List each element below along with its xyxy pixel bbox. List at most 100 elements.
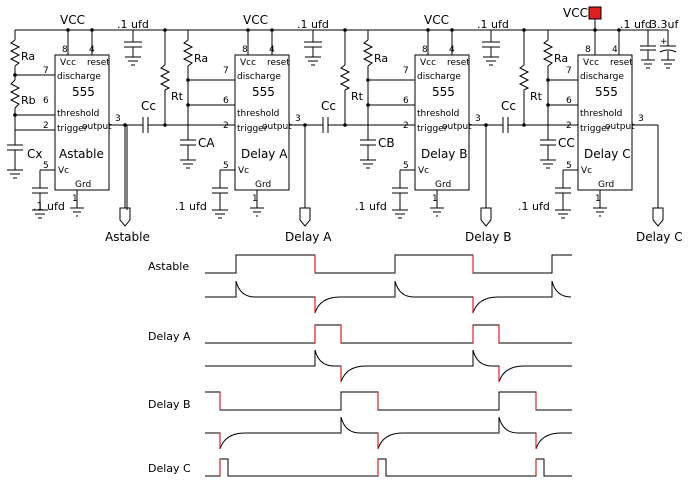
svg-text:CC: CC bbox=[558, 136, 575, 150]
wave-delay-b-diff bbox=[205, 416, 572, 450]
svg-text:5: 5 bbox=[403, 161, 409, 171]
svg-text:trigger: trigger bbox=[580, 124, 611, 134]
chip-555-label: 555 bbox=[432, 85, 455, 99]
svg-text:8: 8 bbox=[585, 45, 591, 55]
svg-text:3: 3 bbox=[295, 114, 301, 124]
cx-label: Cx bbox=[27, 147, 42, 161]
vcc-label-1: VCC bbox=[60, 13, 85, 27]
wave-delay-a bbox=[205, 324, 572, 344]
top-decoupling-caps: + bbox=[124, 30, 677, 69]
chip-name-label: Delay B bbox=[421, 147, 467, 161]
svg-text:reset: reset bbox=[87, 58, 110, 68]
svg-text:threshold: threshold bbox=[417, 109, 459, 119]
probe-label: Astable bbox=[105, 230, 150, 244]
vcc-label-2: VCC bbox=[243, 13, 268, 27]
svg-text:Vc: Vc bbox=[58, 166, 69, 176]
svg-text:6: 6 bbox=[223, 96, 229, 106]
pin-discharge-label: discharge bbox=[57, 72, 101, 82]
svg-text:8: 8 bbox=[242, 45, 248, 55]
svg-text:CA: CA bbox=[198, 136, 215, 150]
timing-label-delay-b: Delay B bbox=[148, 398, 191, 411]
cap-label-top-1: .1 ufd bbox=[117, 18, 149, 31]
svg-text:Grd: Grd bbox=[75, 180, 91, 190]
probe-label: Delay B bbox=[465, 230, 511, 244]
cap-label-top-3: .1 ufd bbox=[477, 18, 509, 31]
vcc-label-4: VCC bbox=[563, 6, 588, 20]
svg-text:trigger: trigger bbox=[57, 124, 88, 134]
wave-astable bbox=[205, 254, 572, 274]
cap-label-top-2: .1 ufd bbox=[297, 18, 329, 31]
svg-text:Vcc: Vcc bbox=[420, 58, 436, 68]
pin-discharge-label: discharge bbox=[417, 72, 461, 82]
svg-text:Vc: Vc bbox=[238, 166, 249, 176]
svg-text:5: 5 bbox=[43, 161, 49, 171]
svg-text:1: 1 bbox=[72, 194, 78, 204]
timing-label-astable: Astable bbox=[148, 260, 189, 273]
svg-text:threshold: threshold bbox=[580, 109, 622, 119]
svg-text:Rt: Rt bbox=[351, 90, 364, 103]
control-cap-label: .1 ufd bbox=[175, 200, 207, 213]
cap-label-top-4: .1 ufd bbox=[620, 18, 652, 31]
svg-text:5: 5 bbox=[223, 161, 229, 171]
svg-text:2: 2 bbox=[223, 121, 229, 131]
probe-delay-a: Delay A bbox=[285, 123, 332, 244]
svg-text:Ra: Ra bbox=[374, 52, 388, 65]
svg-text:output: output bbox=[605, 122, 635, 132]
chip-name-label: Delay A bbox=[241, 147, 288, 161]
svg-text:6: 6 bbox=[403, 96, 409, 106]
wave-delay-c bbox=[205, 458, 572, 477]
svg-text:5: 5 bbox=[566, 161, 572, 171]
cap-label-33uf: 3.3uf bbox=[650, 18, 679, 31]
chip-555-label: 555 bbox=[252, 85, 275, 99]
probe-label: Delay C bbox=[636, 230, 683, 244]
svg-text:3: 3 bbox=[638, 114, 644, 124]
svg-text:output: output bbox=[82, 122, 112, 132]
svg-text:Rt: Rt bbox=[530, 90, 543, 103]
control-cap-label: .1 ufd bbox=[33, 200, 65, 213]
svg-text:2: 2 bbox=[403, 121, 409, 131]
svg-text:Vc: Vc bbox=[418, 166, 429, 176]
timing-label-delay-c: Delay C bbox=[148, 462, 191, 475]
svg-text:4: 4 bbox=[612, 45, 618, 55]
timing-label-delay-a: Delay A bbox=[148, 330, 191, 343]
svg-text:reset: reset bbox=[610, 58, 633, 68]
control-cap-label: .1 ufd bbox=[518, 200, 550, 213]
svg-text:Vcc: Vcc bbox=[583, 58, 599, 68]
svg-text:Vc: Vc bbox=[581, 166, 592, 176]
svg-text:Grd: Grd bbox=[255, 180, 271, 190]
chip-555-label: 555 bbox=[595, 85, 618, 99]
rb-label: Rb bbox=[21, 94, 36, 107]
svg-text:reset: reset bbox=[447, 58, 470, 68]
svg-text:Grd: Grd bbox=[435, 180, 451, 190]
probe-delay-c: Delay C bbox=[632, 124, 683, 244]
svg-text:7: 7 bbox=[403, 66, 409, 76]
svg-text:trigger: trigger bbox=[237, 124, 268, 134]
ra-label-astable: Ra bbox=[21, 50, 35, 63]
svg-text:7: 7 bbox=[566, 66, 572, 76]
wave-delay-b bbox=[205, 391, 572, 411]
svg-text:3: 3 bbox=[475, 114, 481, 124]
svg-text:Grd: Grd bbox=[598, 180, 614, 190]
svg-text:4: 4 bbox=[269, 45, 275, 55]
svg-text:threshold: threshold bbox=[237, 109, 279, 119]
svg-text:threshold: threshold bbox=[57, 109, 99, 119]
svg-text:7: 7 bbox=[223, 66, 229, 76]
vcc-power-marker bbox=[588, 6, 602, 20]
svg-text:Ra: Ra bbox=[194, 52, 208, 65]
chip-name-label: Delay C bbox=[584, 147, 631, 161]
svg-text:4: 4 bbox=[449, 45, 455, 55]
svg-text:reset: reset bbox=[267, 58, 290, 68]
svg-text:Cc: Cc bbox=[501, 99, 516, 113]
svg-text:output: output bbox=[442, 122, 472, 132]
